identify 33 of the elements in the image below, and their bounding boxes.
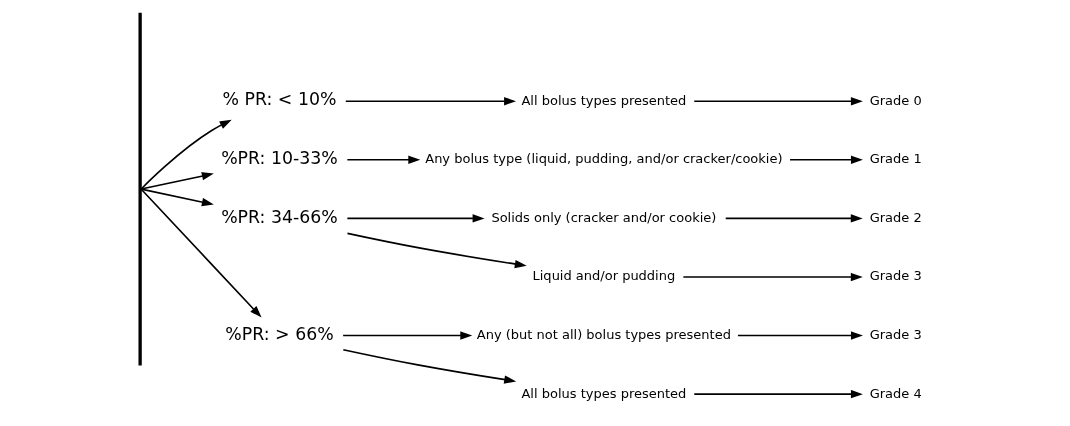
node-text: All bolus types presented	[521, 92, 687, 108]
arrow	[140, 171, 214, 190]
node-text: All bolus types presented	[521, 385, 687, 400]
arrow	[342, 330, 473, 340]
node-text: Grade 4	[869, 385, 922, 400]
node-text: % PR: < 10%	[222, 88, 337, 109]
node-text: Grade 1	[869, 150, 922, 166]
node-text: %PR: 10-33%	[221, 147, 338, 168]
arrow	[345, 96, 517, 105]
arrow	[140, 187, 262, 318]
node-text: Grade 0	[869, 92, 922, 108]
arrow	[346, 155, 421, 164]
node-text: Grade 2	[869, 209, 922, 225]
arrow	[140, 187, 214, 206]
arrow	[140, 119, 232, 190]
node-text: %PR: 34-66%	[221, 206, 338, 226]
node-text: Any (but not all) bolus types presented	[476, 326, 731, 342]
arrow	[346, 213, 485, 223]
arrow	[693, 389, 863, 398]
node-text: Solids only (cracker and/or cookie)	[491, 209, 717, 225]
node-text: Any bolus type (liquid, pudding, and/or cracker/cookie)	[425, 150, 783, 166]
arrow	[724, 213, 863, 223]
node-bar	[138, 12, 142, 365]
node-text: Grade 3	[869, 267, 922, 283]
node-text: Liquid and/or pudding	[532, 267, 676, 283]
arrow	[346, 232, 527, 268]
arrow	[693, 96, 863, 105]
arrow	[789, 155, 863, 164]
node-text: Grade 3	[869, 326, 922, 342]
node-text: %PR: > 66%	[225, 323, 334, 344]
arrow	[682, 272, 863, 281]
arrow	[342, 348, 517, 384]
arrow	[737, 330, 863, 340]
